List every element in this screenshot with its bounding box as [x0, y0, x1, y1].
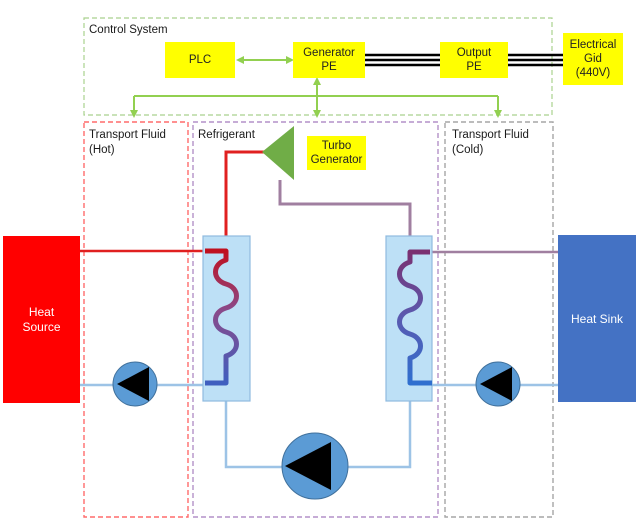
turbo-generator-block: Turbo Generator — [307, 136, 366, 170]
heat-source-line1: Heat — [28, 304, 55, 319]
cold-zone-label-line1: Transport Fluid — [452, 129, 529, 141]
generator-pe-line2: PE — [321, 61, 337, 73]
electrical-grid-line2: Gid — [584, 53, 602, 65]
hot-zone-label-line2: (Hot) — [89, 144, 115, 156]
cold-fluid-zone — [444, 121, 554, 518]
hot-fluid-zone — [83, 121, 189, 518]
refrigerant-pump-icon — [281, 432, 349, 500]
control-system-region — [83, 17, 553, 116]
generator-pe-line1: Generator — [303, 47, 355, 59]
electrical-grid-block: Electrical Gid (440V) — [563, 33, 623, 85]
turbo-line2: Generator — [310, 154, 363, 166]
output-pe-line1: Output — [456, 47, 492, 59]
control-system-title: Control System — [89, 24, 168, 36]
generator-pe-block: Generator PE — [293, 42, 365, 78]
hot-zone-label-line1: Transport Fluid — [89, 129, 166, 141]
output-pe-block: Output PE — [440, 42, 508, 78]
power-lines — [365, 53, 563, 67]
output-pe-line2: PE — [466, 61, 482, 73]
evaporator-coil — [205, 248, 239, 386]
turbine-icon — [262, 126, 294, 180]
refrigerant-zone-label: Refrigerant — [198, 129, 255, 141]
heat-source-line2: Source — [22, 319, 61, 334]
heat-sink-block: Heat Sink — [558, 235, 636, 402]
condenser-coil — [397, 249, 432, 386]
control-bus-arrowheads — [130, 56, 502, 118]
turbo-line1: Turbo — [321, 140, 352, 152]
plc-block: PLC — [165, 42, 235, 78]
cold-loop-pump-icon — [475, 361, 521, 407]
plc-label: PLC — [188, 54, 212, 66]
turbine-exhaust-line — [278, 180, 412, 236]
heat-sink-label: Heat Sink — [570, 311, 624, 326]
refrigerant-zone — [192, 121, 439, 518]
heat-source-block: Heat Source — [3, 236, 80, 403]
hot-loop-pump-icon — [112, 361, 158, 407]
electrical-grid-line1: Electrical — [569, 39, 617, 51]
cold-zone-label-line2: (Cold) — [452, 144, 484, 156]
refrigerant-vapor-line — [224, 150, 268, 236]
electrical-grid-line3: (440V) — [575, 67, 611, 79]
